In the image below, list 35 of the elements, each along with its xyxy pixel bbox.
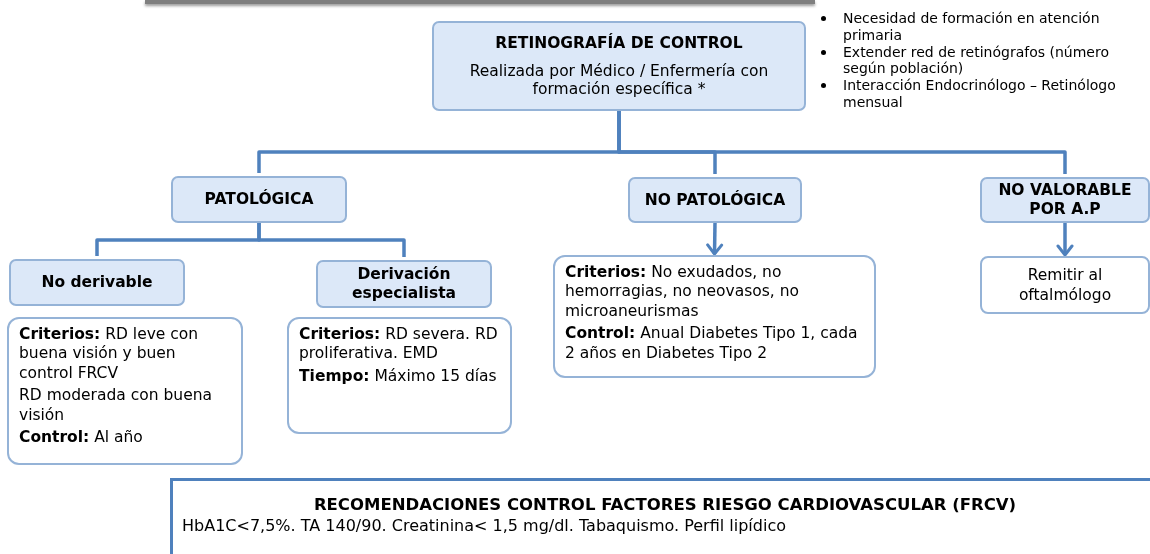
category-box bbox=[171, 176, 347, 223]
body-text: HbA1C<7,5%. TA 140/90. Creatinina< 1,5 mg/dl. Tabaquismo. Perfil lipídico bbox=[182, 516, 787, 535]
category-box bbox=[980, 177, 1150, 223]
category-box bbox=[628, 177, 802, 223]
category-box bbox=[9, 259, 185, 306]
category-label: Derivación especialista bbox=[351, 265, 457, 303]
bullet-item: Interacción Endocrinólogo – Retinólogo mensual bbox=[815, 77, 1150, 111]
criteria-box bbox=[7, 317, 243, 465]
body-text: Realizada por Médico / Enfermería con formación específica * bbox=[468, 62, 770, 98]
connector-line bbox=[257, 223, 406, 257]
category-label: PATOLÓGICA bbox=[203, 190, 315, 209]
connector-line bbox=[617, 111, 1067, 174]
body-text: RD moderada con buena visión bbox=[19, 386, 213, 425]
body-text: Criterios: No exudados, no hemorragias, no neovasos, no microaneurismas bbox=[565, 263, 801, 322]
heading-box bbox=[432, 21, 806, 111]
criteria-box bbox=[287, 317, 512, 434]
category-label: NO PATOLÓGICA bbox=[643, 190, 787, 210]
arrow bbox=[706, 222, 724, 256]
body-text: Control: Al año bbox=[19, 427, 144, 448]
category-label: NO VALORABLE POR A.P bbox=[997, 181, 1133, 219]
heading-text: RECOMENDACIONES CONTROL FACTORES RIESGO CARDIOVASCULAR (FRCV) bbox=[312, 495, 1018, 514]
action-box bbox=[980, 256, 1150, 314]
bullet-item: Extender red de retinógrafos (número según población) bbox=[815, 43, 1150, 78]
recommendation-box bbox=[170, 478, 1150, 554]
body-text: Criterios: RD severa. RD proliferativa. EMD bbox=[299, 325, 499, 364]
bullet-item: Necesidad de formación en atención primaria bbox=[815, 10, 1150, 44]
heading-text: RETINOGRAFÍA DE CONTROL bbox=[494, 34, 744, 52]
body-text: Control: Anual Diabetes Tipo 1, cada 2 años en Diabetes Tipo 2 bbox=[565, 324, 859, 363]
body-text: Remitir al oftalmólogo bbox=[1017, 264, 1113, 306]
category-box bbox=[316, 260, 492, 308]
body-text: Tiempo: Máximo 15 días bbox=[299, 366, 498, 387]
arrow bbox=[1056, 223, 1074, 257]
body-text: Criterios: RD leve con buena visión y buen control FRCV bbox=[19, 325, 200, 384]
category-label: No derivable bbox=[40, 273, 154, 292]
criteria-box bbox=[553, 255, 876, 378]
